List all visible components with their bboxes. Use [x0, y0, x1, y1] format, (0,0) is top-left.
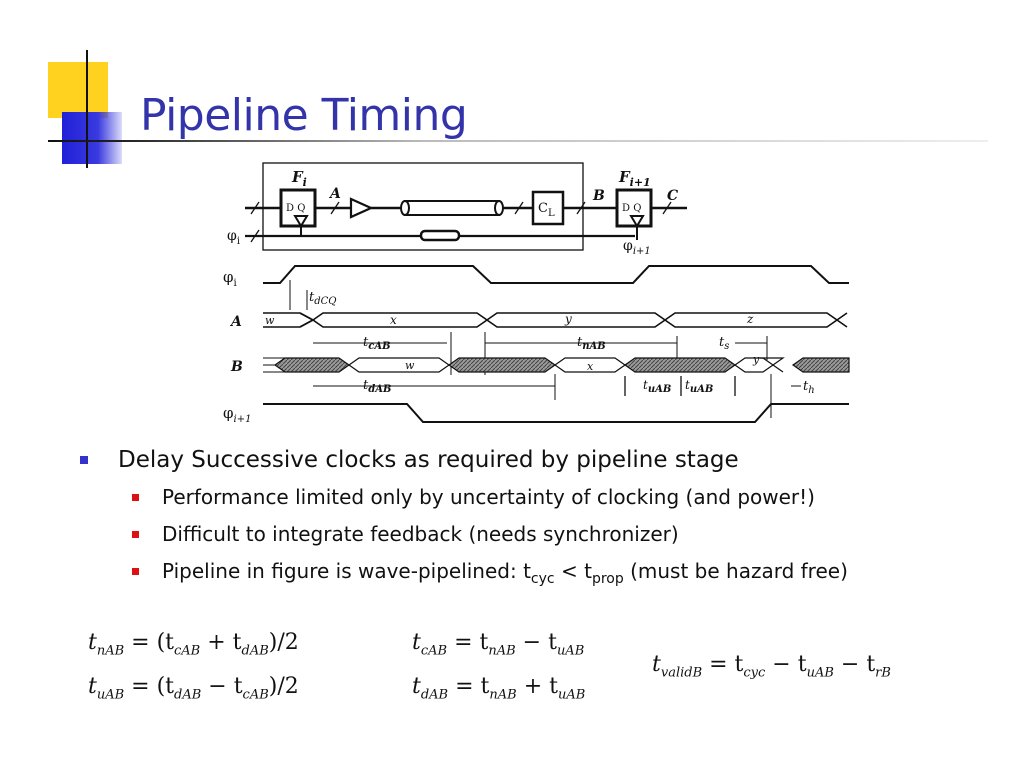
- timing-a-label: A: [229, 314, 242, 330]
- sub-bullet-1: Performance limited only by uncertainty …: [80, 480, 980, 517]
- title-decoration-blue: [62, 112, 122, 164]
- sub-bullet-2-text: Difficult to integrate feedback (needs s…: [162, 522, 679, 546]
- load-capacitor-label: CL: [538, 201, 555, 219]
- slide-title: Pipeline Timing: [140, 90, 468, 141]
- a-z: z: [746, 312, 754, 326]
- waveform-a: [299, 312, 848, 328]
- b-w: w: [405, 359, 415, 372]
- bullet-list: Delay Successive clocks as required by p…: [80, 444, 980, 591]
- buffer-triangle: [349, 197, 374, 219]
- flop-fi1-label: Fi+1: [618, 168, 651, 189]
- flop-fi1-dq: D Q: [622, 203, 641, 214]
- title-decoration-vertical-line: [86, 50, 88, 168]
- equation-tvalidb: tvalidB = tcyc − tuAB − trB: [652, 652, 891, 681]
- bullet-marker-blue: [80, 456, 88, 464]
- a-x: x: [390, 313, 397, 327]
- timing-phi-i1-label: φi+1: [223, 404, 251, 425]
- clock-delay-element: [419, 229, 461, 242]
- bullet-marker-red: [132, 531, 139, 538]
- sub-bullet-1-text: Performance limited only by uncertainty …: [162, 485, 815, 509]
- tnab-label: tnAB: [577, 335, 606, 352]
- flop-fi-label: Fi: [291, 168, 307, 189]
- b-y: y: [752, 353, 760, 366]
- b-x: x: [587, 360, 594, 373]
- equation-tcab: tcAB = tnAB − tuAB: [412, 630, 585, 659]
- flop-fi-dq: D Q: [286, 203, 305, 214]
- transmission-line: [404, 200, 500, 216]
- waveform-phi-i: [263, 265, 849, 284]
- ts-label: ts: [719, 335, 729, 352]
- timing-b-label: B: [230, 359, 243, 375]
- tdab-label: tdAB: [363, 378, 391, 395]
- th-label: th: [803, 379, 815, 396]
- equation-tdab: tdAB = tnAB + tuAB: [412, 674, 586, 703]
- tuab2-label: tuAB: [685, 378, 713, 395]
- sub-bullet-3: Pipeline in figure is wave-pipelined: tc…: [80, 554, 980, 591]
- sub-bullet-2: Difficult to integrate feedback (needs s…: [80, 517, 980, 554]
- signal-b-label: B: [592, 188, 605, 204]
- timing-phi-i-label: φi: [223, 268, 237, 289]
- a-y: y: [564, 312, 572, 326]
- title-underline: [48, 140, 988, 142]
- waveform-phi-i1: [263, 403, 849, 423]
- clock-phi-i1-label: φi+1: [623, 238, 651, 257]
- stage-boundary-box: [262, 162, 584, 251]
- bullet-main-text: Delay Successive clocks as required by p…: [118, 447, 739, 473]
- equation-tuab: tuAB = (tdAB − tcAB)/2: [88, 674, 299, 703]
- title-decoration-yellow: [48, 62, 108, 118]
- tuab1-label: tuAB: [643, 378, 671, 395]
- signal-c-label: C: [667, 188, 678, 204]
- signal-a-label: A: [328, 186, 341, 202]
- pipeline-timing-diagram: D Q Fi A CL B D Q Fi+1 C: [223, 162, 850, 425]
- bullet-marker-red: [132, 494, 139, 501]
- tdcq-label: tdCQ: [309, 290, 337, 307]
- equation-tnab: tnAB = (tcAB + tdAB)/2: [88, 630, 299, 659]
- clock-phi-i-label: φi: [227, 228, 240, 247]
- sub-bullet-3-text: Pipeline in figure is wave-pipelined: tc…: [162, 559, 848, 587]
- a-w: w: [265, 314, 275, 327]
- tcab-label: tcAB: [363, 335, 391, 352]
- bullet-marker-red: [132, 568, 139, 575]
- bullet-main: Delay Successive clocks as required by p…: [80, 444, 980, 480]
